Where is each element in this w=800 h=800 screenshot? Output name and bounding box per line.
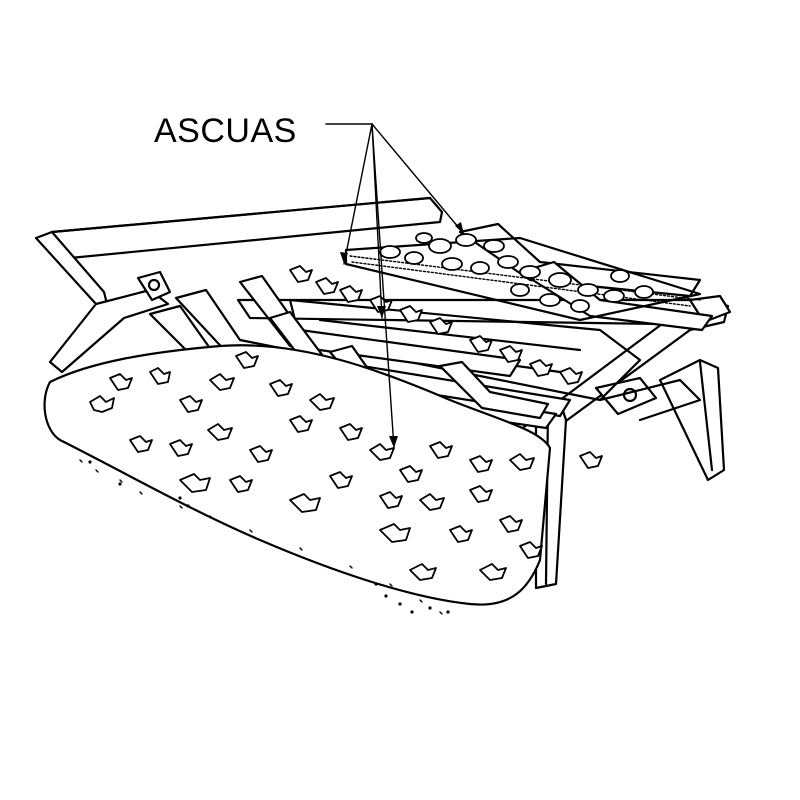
ascuas-label: ASCUAS xyxy=(154,112,297,150)
leader-line-1 xyxy=(343,123,373,265)
arrowhead-2 xyxy=(377,306,386,318)
coal-pile xyxy=(344,232,702,322)
ember-bed xyxy=(43,344,552,615)
arrowhead-3 xyxy=(389,436,398,448)
leader-line-4 xyxy=(371,123,465,235)
arrowhead-1 xyxy=(340,252,348,264)
ash-dots xyxy=(88,460,450,614)
arrowhead-4 xyxy=(455,222,464,234)
embers-bed-flakes xyxy=(89,351,603,581)
leader-line-3 xyxy=(371,123,395,449)
embers-on-grate xyxy=(289,265,583,385)
ascuas-callout: ASCUAS xyxy=(154,112,465,449)
